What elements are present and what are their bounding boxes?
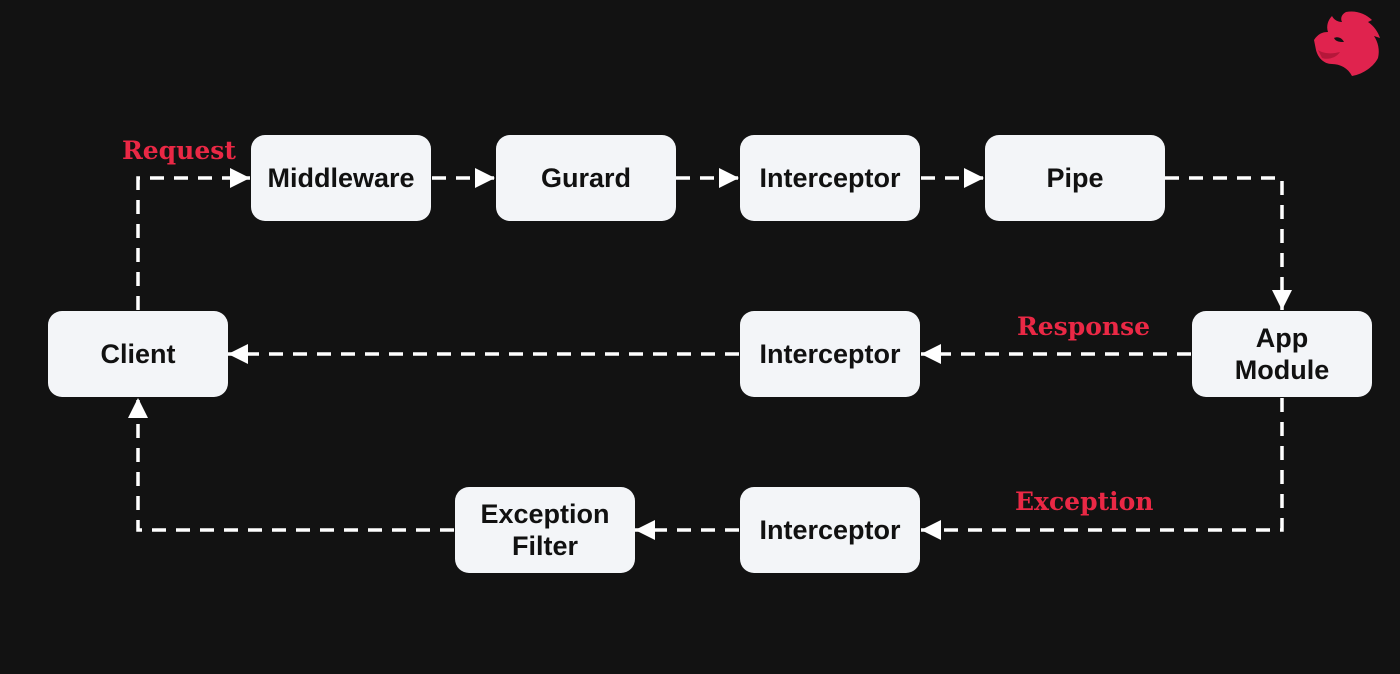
node-exception-filter: Exception Filter — [455, 487, 635, 573]
edge-client-to-middleware — [136, 168, 250, 310]
node-middleware: Middleware — [251, 135, 431, 221]
edge-pipe-to-app-module — [1165, 176, 1292, 310]
node-client: Client — [48, 311, 228, 397]
node-interceptor-request-label: Interceptor — [759, 163, 901, 193]
edge-label-request: Request — [122, 136, 236, 165]
node-interceptor-response-label: Interceptor — [759, 339, 901, 369]
node-pipe-label: Pipe — [1046, 163, 1104, 193]
edge-exception-filter-to-client — [128, 398, 454, 532]
nestjs-cat-logo-icon — [1314, 11, 1380, 76]
edge-label-exception: Exception — [1015, 487, 1154, 516]
node-middleware-label: Middleware — [267, 163, 415, 193]
node-interceptor-exception-label: Interceptor — [759, 515, 901, 545]
node-app-module-label: App Module — [1234, 323, 1330, 385]
node-guard: Gurard — [496, 135, 676, 221]
node-exception-filter-label: Exception Filter — [480, 499, 610, 561]
node-interceptor-response: Interceptor — [740, 311, 920, 397]
node-pipe: Pipe — [985, 135, 1165, 221]
node-client-label: Client — [100, 339, 176, 369]
edge-label-response: Response — [1017, 312, 1151, 341]
node-app-module: App Module — [1192, 311, 1372, 397]
node-guard-label: Gurard — [540, 163, 632, 193]
edge-app-module-to-interceptor-exception — [921, 398, 1284, 540]
node-interceptor-request: Interceptor — [740, 135, 920, 221]
node-interceptor-exception: Interceptor — [740, 487, 920, 573]
